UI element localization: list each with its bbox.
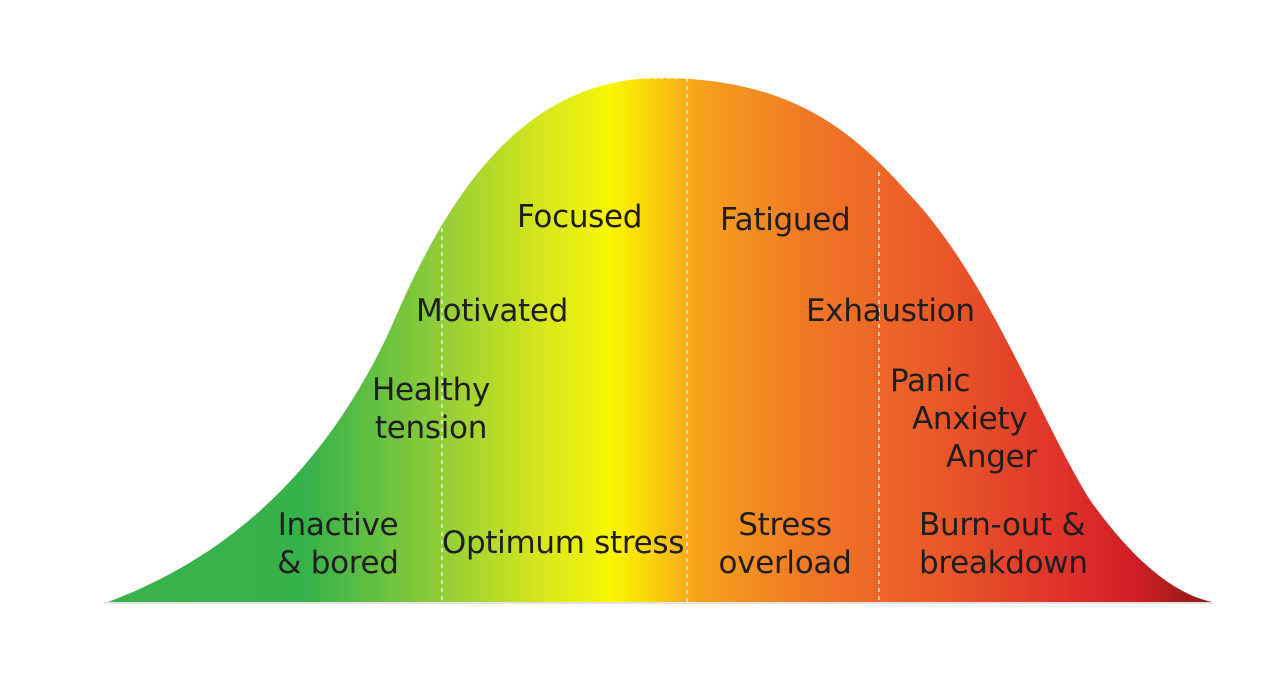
- state-label-anxiety: Anxiety: [912, 401, 1028, 437]
- state-label-exhaustion: Exhaustion: [806, 293, 975, 329]
- state-label-healthy-tension: Healthy tension: [371, 372, 491, 446]
- state-label-fatigued: Fatigued: [720, 202, 851, 238]
- zone-label-optimum: Optimum stress: [441, 525, 685, 561]
- zone-label-overload: Stress overload: [718, 507, 852, 581]
- zone-label-burnout: Burn-out & breakdown: [919, 507, 1088, 581]
- state-label-focused: Focused: [517, 199, 643, 235]
- state-label-anger: Anger: [946, 439, 1037, 475]
- zone-label-inactive: Inactive & bored: [277, 507, 399, 581]
- curve-fill: [108, 78, 1212, 602]
- state-label-panic: Panic: [890, 363, 971, 399]
- state-label-motivated: Motivated: [416, 293, 569, 329]
